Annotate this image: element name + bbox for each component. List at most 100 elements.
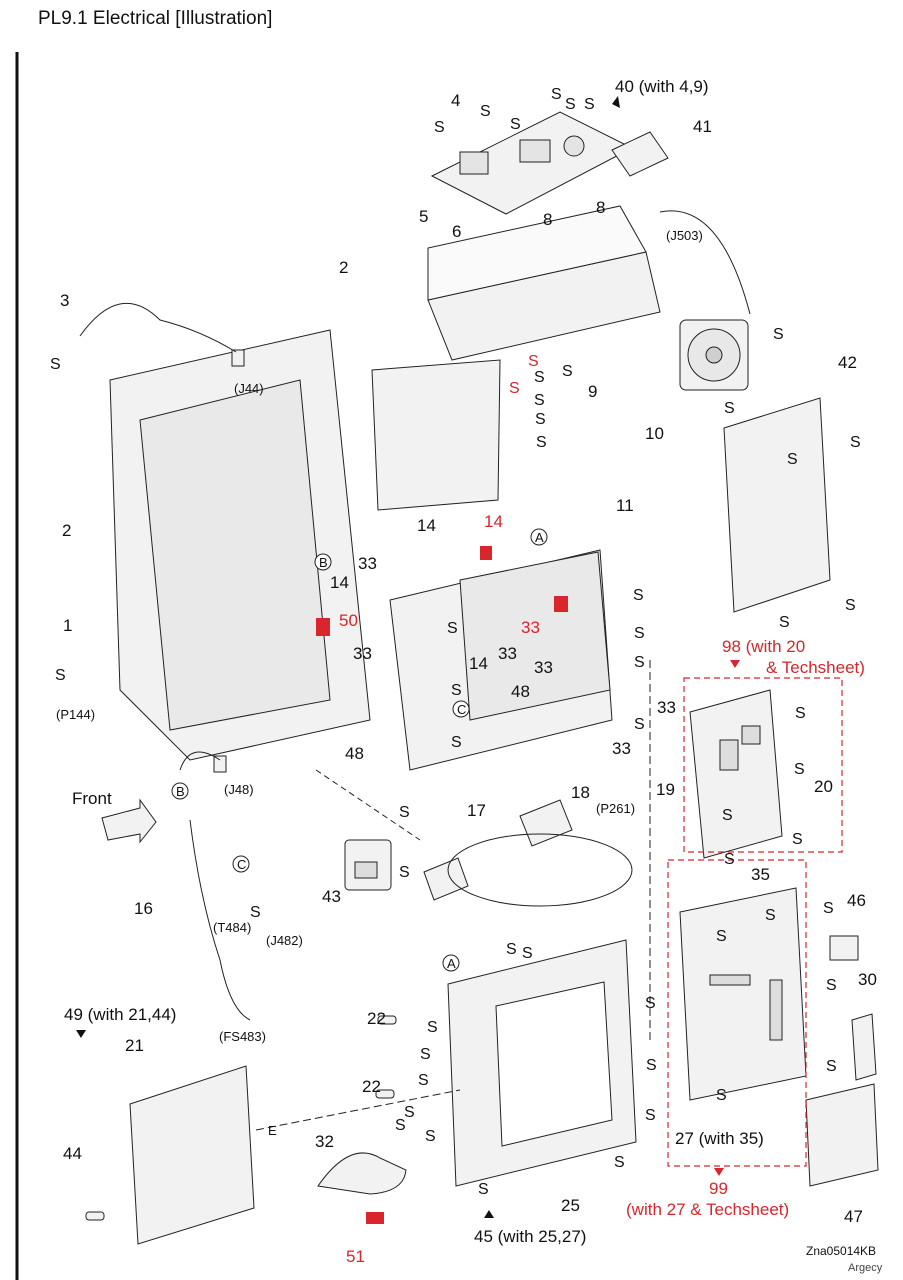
part-label: 19: [656, 780, 675, 799]
part-label: 5: [419, 207, 429, 226]
screw-marker: S: [534, 392, 545, 409]
part-51-highlight: [366, 1212, 384, 1224]
screw-marker: S: [645, 995, 656, 1012]
part-label: 11: [616, 496, 634, 515]
arrow-98: [730, 660, 740, 668]
screw-marker: S: [551, 86, 562, 103]
kit-label: 98 (with 20: [722, 637, 806, 656]
part-label: 33: [534, 658, 553, 677]
frame-window: [495, 981, 613, 1147]
screw-marker: S: [50, 356, 61, 373]
screw-marker: S: [722, 807, 733, 824]
screw-marker: S: [506, 941, 517, 958]
screw-marker: S: [399, 804, 410, 821]
screw-marker: S: [646, 1057, 657, 1074]
psu-component: [519, 139, 551, 163]
callout-circle-a: [442, 954, 460, 972]
screw-marker: S: [845, 597, 856, 614]
part-label: 9: [588, 382, 598, 401]
screw-marker: S: [451, 682, 462, 699]
screw-marker: S: [765, 907, 776, 924]
board-chip: [719, 739, 739, 771]
interface-board-27: [679, 887, 807, 1101]
screw-marker: S: [614, 1154, 625, 1171]
callout-circle-a: [530, 528, 548, 546]
part-label: 22: [362, 1077, 381, 1096]
part-label: 17: [467, 801, 486, 820]
screw-marker: S: [787, 451, 798, 468]
screw-marker: S: [794, 761, 805, 778]
screw-marker: S: [522, 945, 533, 962]
part-label: 16: [134, 899, 153, 918]
part-label: 48: [345, 744, 364, 763]
kit-label: & Techsheet): [766, 658, 865, 677]
part-label: 20: [814, 777, 833, 796]
screw-marker: S: [724, 851, 735, 868]
part-label: 48: [511, 682, 530, 701]
bracket-41: [611, 131, 669, 177]
callout-letter-b: B: [319, 555, 328, 570]
callout-letter-c: C: [237, 857, 247, 872]
connector-label: (P144): [56, 707, 96, 722]
part-label: 25: [561, 1196, 580, 1215]
board-chip: [741, 725, 761, 745]
part-label: 14: [330, 573, 349, 592]
leader-line: [255, 1089, 461, 1131]
controller-board-20: [689, 689, 783, 859]
screw-marker: S: [826, 977, 837, 994]
connector-label: (P261): [596, 801, 636, 816]
connector-label: (J503): [666, 228, 703, 243]
part-label: 10: [645, 424, 664, 443]
center-plate-back: [459, 551, 611, 721]
screw-marker: S: [633, 587, 644, 604]
power-cord-17: [447, 833, 633, 907]
callout-circle-c: [452, 700, 470, 718]
screw-22b: [375, 1089, 395, 1099]
screw-marker: S: [795, 705, 806, 722]
front-arrow-icon: [101, 798, 157, 844]
part-label: 3: [60, 291, 70, 310]
front-label: Front: [72, 789, 112, 808]
screw-marker: S: [773, 326, 784, 343]
screw-marker: S: [55, 667, 66, 684]
frame-duct: [371, 359, 501, 511]
fan-cable: [659, 210, 751, 315]
rear-cover-42: [723, 397, 831, 613]
screw-marker-highlighted: S: [528, 353, 539, 370]
connector-label: (T484): [213, 920, 252, 935]
part-label: 2: [62, 521, 72, 540]
plug-end: [423, 857, 469, 901]
screw-marker: S: [716, 1087, 727, 1104]
fan-hub: [705, 346, 723, 364]
psu-capacitor: [563, 135, 585, 157]
screw-22a: [377, 1015, 397, 1025]
callout-letter-b: B: [176, 784, 185, 799]
screw-marker: S: [535, 411, 546, 428]
psu-component: [459, 151, 489, 175]
part-label-highlighted: 14: [484, 512, 503, 531]
part-label: 8: [596, 198, 606, 217]
screw-marker: S: [510, 116, 521, 133]
screw-marker: S: [584, 96, 595, 113]
part-label: 2: [339, 258, 349, 277]
screw-marker: S: [420, 1046, 431, 1063]
callout-letter-a: A: [447, 956, 456, 971]
part-label: 33: [358, 554, 377, 573]
part-label: 41: [693, 117, 712, 136]
part-46: [829, 935, 859, 961]
screw-marker: S: [250, 904, 261, 921]
part-label: 49 (with 21,44): [64, 1005, 177, 1024]
main-frame-inner: [139, 379, 331, 731]
callout-letter-a: A: [535, 530, 544, 545]
part-32: [317, 1152, 407, 1195]
screw-marker: S: [404, 1104, 415, 1121]
screw-marker: S: [425, 1128, 436, 1145]
arrow-49: [76, 1030, 86, 1038]
screw-marker: S: [434, 119, 445, 136]
screw-marker: S: [480, 103, 491, 120]
part-label: 33: [612, 739, 631, 758]
connector-j44: [231, 349, 245, 367]
part-label-highlighted: 33: [521, 618, 540, 637]
hard-drive-47: [805, 1083, 879, 1187]
screw-marker: S: [823, 900, 834, 917]
